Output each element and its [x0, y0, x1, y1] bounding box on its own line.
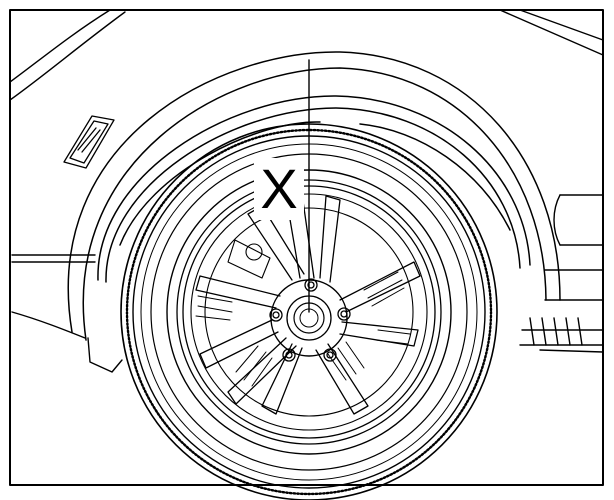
- wheel-arch: [67, 51, 561, 341]
- side-marker-lamp: [63, 115, 115, 169]
- frame-border: [9, 9, 604, 486]
- tyre: [120, 123, 498, 500]
- lug-nuts: [269, 278, 351, 362]
- rim: [176, 179, 442, 445]
- callout-label-background: [254, 158, 304, 220]
- car-body: [9, 9, 604, 373]
- rim-spoke-slots: [195, 271, 411, 387]
- callout-label: X: [260, 157, 298, 220]
